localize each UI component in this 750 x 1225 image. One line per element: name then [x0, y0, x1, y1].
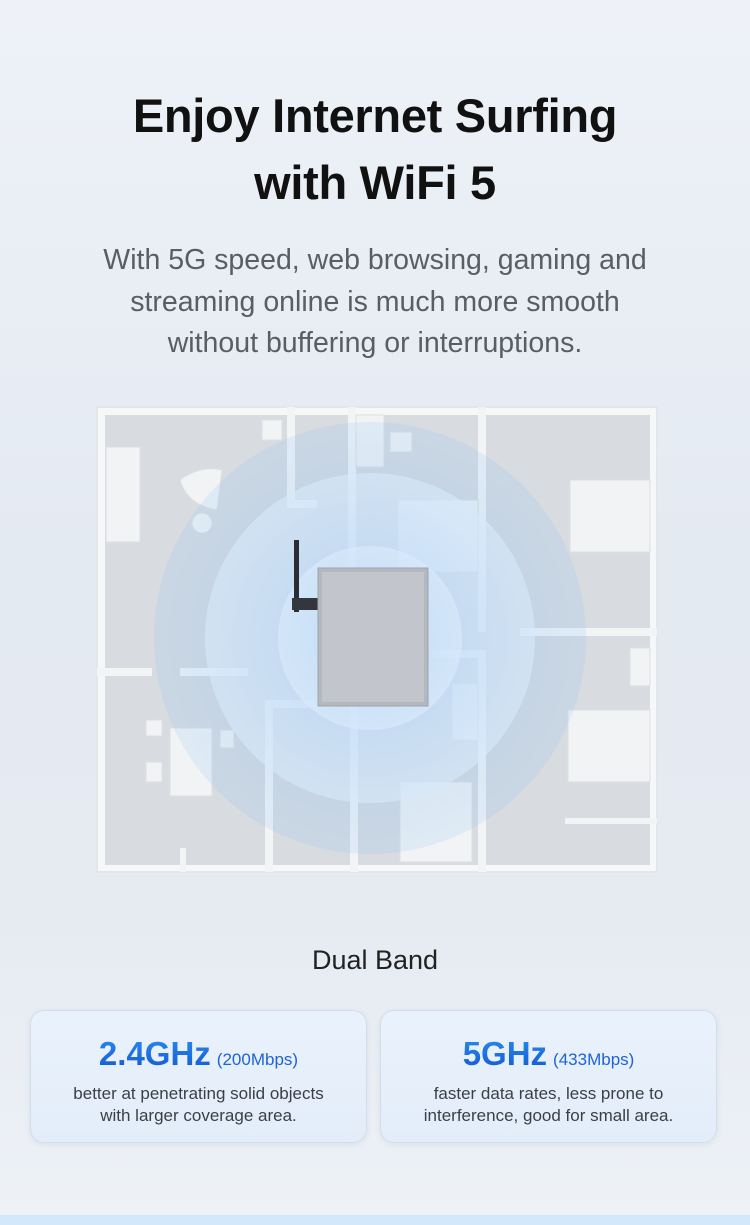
subtitle-line-2: streaming online is much more smooth: [130, 285, 620, 318]
subtitle: With 5G speed, web browsing, gaming and …: [60, 240, 690, 365]
band-desc-line-1: better at penetrating solid objects: [73, 1084, 324, 1103]
band-desc-line-1: faster data rates, less prone to: [433, 1084, 664, 1103]
headline-line-1: Enjoy Internet Surfing: [132, 89, 618, 142]
band-speed: (200Mbps): [216, 1050, 299, 1069]
band-desc-line-2: with larger coverage area.: [100, 1106, 297, 1125]
band-card-5ghz: 5GHz (433Mbps) faster data rates, less pr…: [380, 1010, 717, 1143]
band-name: 2.4GHz: [98, 1035, 211, 1072]
subtitle-line-1: With 5G speed, web browsing, gaming and: [103, 244, 647, 276]
bottom-strip: [0, 1215, 750, 1225]
band-card-2-4ghz: 2.4GHz (200Mbps) better at penetrating so…: [30, 1010, 367, 1143]
band-name: 5GHz: [462, 1035, 548, 1072]
section-label: Dual Band: [311, 945, 439, 975]
router-icon: [292, 540, 429, 707]
headline: Enjoy Internet Surfing with WiFi 5: [0, 82, 750, 216]
headline-line-2: with WiFi 5: [254, 156, 496, 209]
band-desc-line-2: interference, good for small area.: [423, 1106, 674, 1125]
subtitle-line-3: without buffering or interruptions.: [167, 327, 583, 359]
band-speed: (433Mbps): [553, 1050, 635, 1069]
floor-plan-illustration: [96, 406, 658, 873]
